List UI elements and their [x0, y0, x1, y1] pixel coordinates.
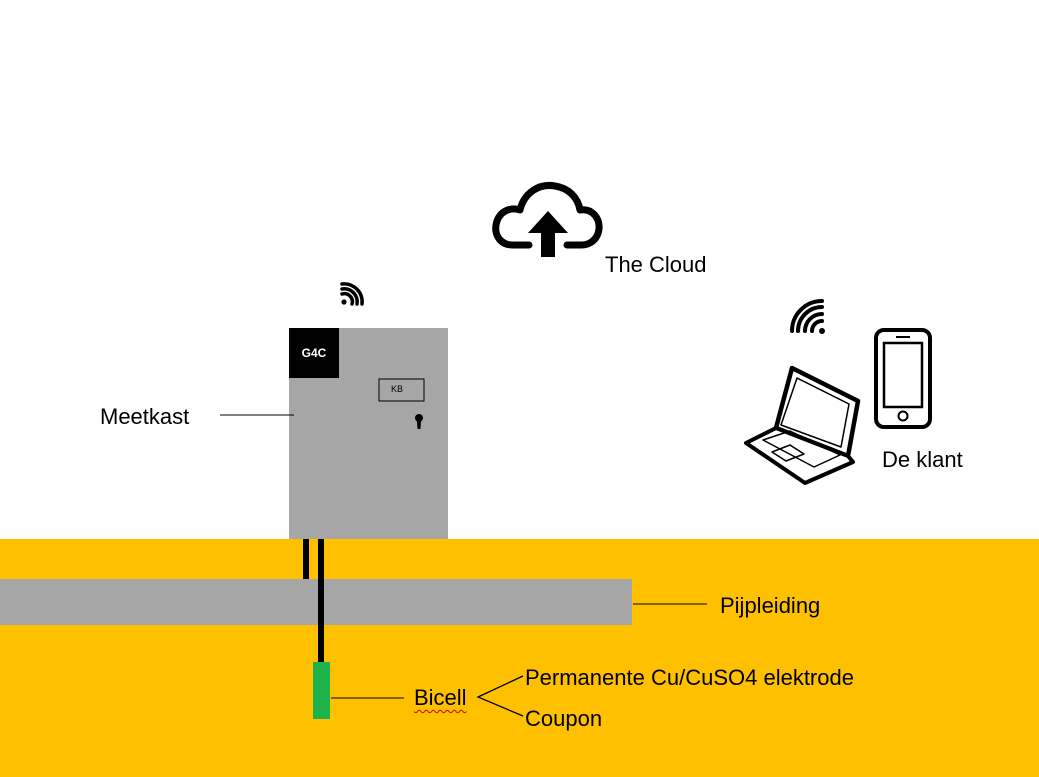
cloud-upload-icon	[492, 181, 603, 257]
ground	[0, 539, 1039, 777]
wifi-signal-icon	[340, 282, 364, 306]
cable-to-pipe	[303, 539, 309, 579]
bicell-probe	[313, 662, 330, 719]
bicell-branch-lines	[476, 675, 524, 717]
cable-to-bicell	[318, 539, 324, 663]
device-tag-frame	[378, 378, 425, 402]
coupon-label: Coupon	[525, 706, 603, 731]
smartphone-icon	[874, 328, 932, 429]
device-brand-label: G4C	[289, 328, 339, 378]
meetkast-label: Meetkast	[100, 404, 190, 429]
device-tag-label: KB	[391, 384, 404, 394]
cloud-label: The Cloud	[605, 252, 707, 277]
laptop-icon	[744, 365, 861, 485]
keyhole-icon	[415, 414, 423, 429]
pipeline	[0, 579, 632, 625]
bicell-label: Bicell	[414, 685, 467, 710]
wifi-signal-icon	[790, 299, 825, 334]
electrode-label: Permanente Cu/CuSO4 elektrode	[525, 665, 854, 690]
customer-label: De klant	[882, 447, 963, 472]
pipeline-label: Pijpleiding	[720, 593, 821, 618]
